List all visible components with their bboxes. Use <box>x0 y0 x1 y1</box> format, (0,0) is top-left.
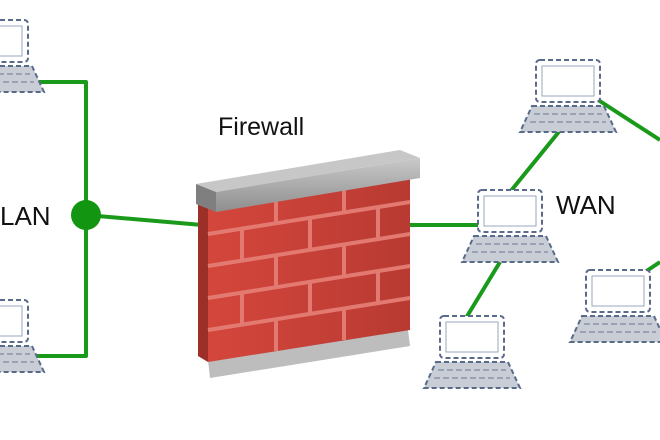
lan-laptop-top <box>0 19 45 93</box>
firewall-label: Firewall <box>218 113 304 141</box>
lan-to-firewall-link <box>85 213 215 228</box>
firewall-capstone-front <box>216 158 420 212</box>
wan-link-down <box>464 260 502 320</box>
lan-links <box>28 80 215 358</box>
lan-hub-node <box>71 200 101 230</box>
lan-link-top <box>28 80 88 215</box>
wan-laptop-bottom-left <box>423 315 521 389</box>
wan-link-top-right <box>590 94 660 142</box>
wan-laptop-right <box>569 269 660 343</box>
wan-laptop-top <box>519 59 617 133</box>
wan-label: WAN <box>556 190 616 220</box>
lan-laptop-bottom <box>0 299 45 373</box>
firewall-capstone-top <box>196 150 420 192</box>
wan-links <box>408 94 660 320</box>
lan-label: LAN <box>0 201 51 231</box>
firewall-front-face <box>208 170 410 362</box>
firewall-wall <box>196 150 420 378</box>
lan-link-bottom <box>28 215 88 358</box>
wan-link-up <box>508 126 564 194</box>
